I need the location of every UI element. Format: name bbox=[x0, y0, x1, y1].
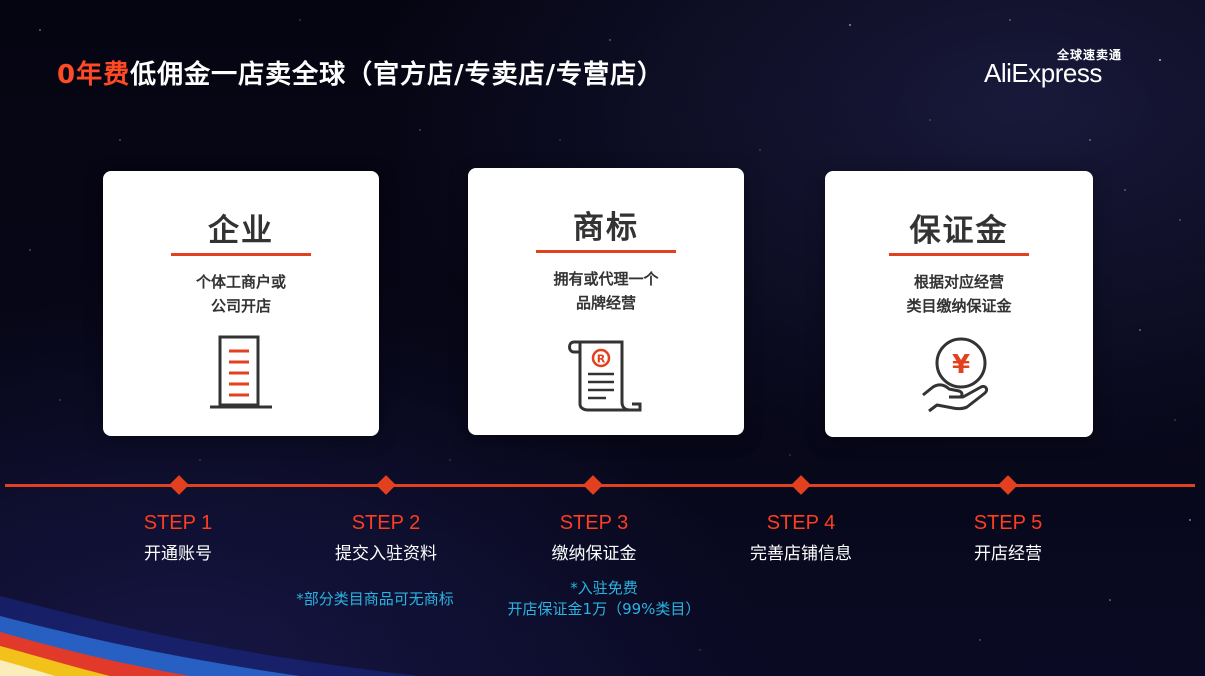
step-name: 开店经营 bbox=[974, 544, 1042, 564]
title-underline bbox=[171, 253, 311, 256]
svg-text:R: R bbox=[597, 353, 606, 366]
step-name: 提交入驻资料 bbox=[335, 544, 437, 564]
card-title: 企业 bbox=[208, 213, 274, 249]
note-step2: *部分类目商品可无商标 bbox=[296, 590, 454, 608]
step-5: STEP 5 开店经营 bbox=[908, 512, 1108, 564]
step-2: STEP 2 提交入驻资料 bbox=[286, 512, 486, 564]
card-title: 商标 bbox=[573, 210, 639, 246]
step-4: STEP 4 完善店铺信息 bbox=[701, 512, 901, 564]
card-deposit: 保证金 根据对应经营 类目缴纳保证金 ¥ bbox=[825, 171, 1093, 437]
step-name: 开通账号 bbox=[144, 544, 212, 564]
step-1: STEP 1 开通账号 bbox=[78, 512, 278, 564]
step-3: STEP 3 缴纳保证金 bbox=[494, 512, 694, 564]
timeline-marker bbox=[583, 475, 603, 495]
step-label: STEP 5 bbox=[973, 512, 1043, 534]
note-step3: *入驻免费 开店保证金1万（99%类目） bbox=[507, 579, 701, 618]
trademark-scroll-icon: R bbox=[568, 340, 642, 412]
step-label: STEP 2 bbox=[351, 512, 421, 534]
timeline-marker bbox=[791, 475, 811, 495]
color-swoosh-decoration bbox=[0, 596, 420, 676]
timeline-marker bbox=[376, 475, 396, 495]
card-enterprise: 企业 个体工商户或 公司开店 bbox=[103, 171, 379, 436]
brand-cn-name: 全球速卖通 bbox=[1056, 48, 1122, 62]
step-label: STEP 1 bbox=[143, 512, 213, 534]
step-name: 缴纳保证金 bbox=[551, 544, 637, 564]
card-description: 个体工商户或 公司开店 bbox=[195, 273, 286, 315]
svg-text:¥: ¥ bbox=[952, 350, 970, 380]
step-label: STEP 4 bbox=[766, 512, 836, 534]
card-trademark: 商标 拥有或代理一个 品牌经营 R bbox=[468, 168, 744, 435]
brand-en-name: AliExpress bbox=[984, 58, 1102, 88]
timeline-marker bbox=[998, 475, 1018, 495]
card-title: 保证金 bbox=[909, 213, 1009, 249]
timeline-marker bbox=[169, 475, 189, 495]
title-highlight: 0年费 bbox=[57, 60, 131, 90]
title-underline bbox=[889, 253, 1029, 256]
building-icon bbox=[210, 335, 272, 409]
card-description: 根据对应经营 类目缴纳保证金 bbox=[906, 273, 1012, 315]
title-underline bbox=[536, 250, 676, 253]
step-label: STEP 3 bbox=[559, 512, 629, 534]
yuan-coin-hand-icon: ¥ bbox=[922, 337, 989, 413]
card-description: 拥有或代理一个 品牌经营 bbox=[553, 270, 659, 312]
step-name: 完善店铺信息 bbox=[750, 544, 852, 564]
page-title: 0年费低佣金一店卖全球（官方店/专卖店/专营店） bbox=[57, 54, 664, 91]
title-text: 低佣金一店卖全球（官方店/专卖店/专营店） bbox=[130, 60, 665, 90]
